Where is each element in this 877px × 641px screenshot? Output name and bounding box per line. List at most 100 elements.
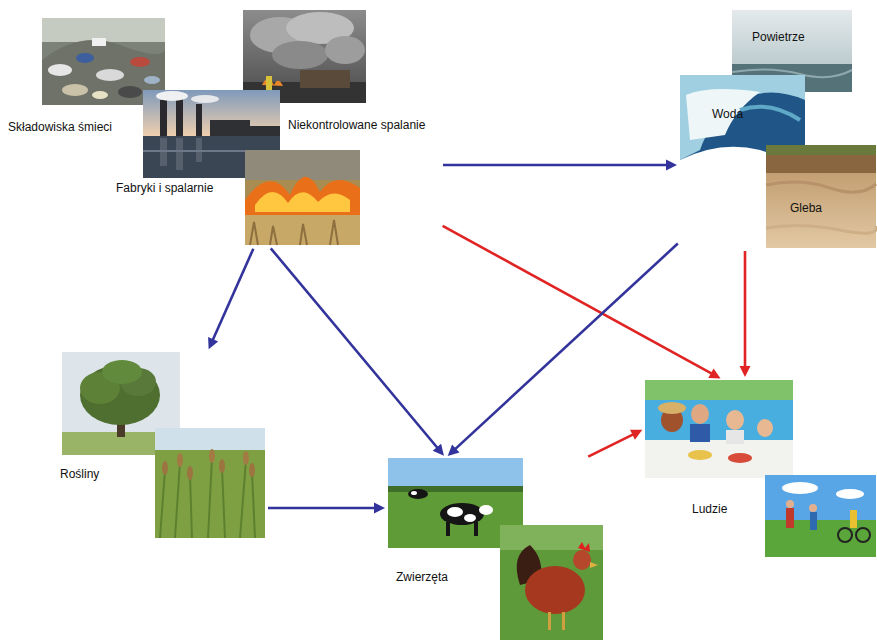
family-photo-part (688, 450, 712, 460)
soil-photo-part (766, 145, 876, 248)
grass-photo-part (249, 463, 255, 477)
flow-arrow (454, 244, 677, 450)
grass-fire-photo-part (245, 150, 360, 180)
node-label: Niekontrolowane spalanie (288, 118, 425, 132)
cow-photo-part (446, 522, 450, 536)
chicken-photo-part (590, 562, 598, 568)
cow-photo-part (464, 514, 476, 522)
chicken-photo (500, 525, 603, 640)
grass-fire-photo-part (245, 150, 360, 245)
plants-group: Rośliny (58, 352, 265, 538)
family-photo-part (726, 410, 744, 430)
cow-photo-part (388, 486, 523, 492)
arrow-head (708, 368, 720, 378)
cow-photo-part (411, 491, 417, 495)
arrow-head (374, 503, 385, 514)
animals-group: Zwierzęta (388, 458, 603, 640)
burning-photo-part (243, 10, 366, 103)
burning-photo-part (262, 79, 283, 87)
environment-group: PowietrzeWodaGleba (680, 10, 876, 248)
grass-photo-part (160, 458, 255, 538)
hikers-photo-part (765, 475, 876, 557)
grass-photo (155, 428, 265, 538)
flow-arrow (588, 434, 634, 457)
burning-photo-part (272, 41, 328, 69)
chicken-photo-part (548, 612, 551, 630)
grass-photo-part (219, 459, 225, 473)
water-photo-part (686, 89, 760, 140)
grass-photo-part (243, 451, 249, 465)
burning-photo-part (266, 76, 272, 90)
grass-photo-part (155, 428, 265, 450)
chicken-photo-part (562, 612, 565, 630)
grass-photo-part (187, 466, 193, 480)
flow-arrow (443, 164, 668, 167)
landfill-photo-part (118, 86, 142, 98)
family-photo-part (691, 404, 709, 424)
factory-photo-part (160, 100, 167, 136)
factory-photo-part (176, 138, 183, 170)
cow-photo-part (440, 503, 484, 525)
factory-photo-part (196, 104, 202, 136)
arrow-head (208, 337, 218, 349)
factory-photo-part (176, 96, 183, 136)
landfill-photo-part (144, 76, 160, 84)
factory-photo-part (191, 95, 219, 103)
grass-fire-photo-part (255, 192, 350, 212)
node-label: Rośliny (60, 467, 99, 481)
grass-fire-photo (245, 150, 360, 245)
cow-photo-part (408, 489, 428, 499)
hikers-photo (765, 475, 876, 557)
family-photo-part (726, 430, 744, 444)
cow-photo-part (474, 522, 478, 536)
hikers-photo-part (856, 528, 870, 542)
hikers-photo-part (765, 520, 876, 557)
hikers-photo-part (782, 482, 818, 494)
burning-photo (243, 10, 366, 103)
arrow-head (630, 430, 642, 440)
hikers-photo-part (786, 500, 794, 508)
family-photo (645, 380, 793, 478)
node-label: Powietrze (752, 30, 805, 44)
grass-photo-part (162, 461, 168, 475)
chicken-photo-part (525, 566, 585, 614)
tree-photo-part (102, 360, 142, 384)
landfill-photo-part (62, 84, 88, 96)
factory-photo-part (250, 126, 280, 136)
burning-photo-part (325, 36, 365, 64)
hikers-photo-part (809, 504, 817, 512)
burning-photo-part (300, 70, 350, 88)
arrow-head (666, 160, 677, 171)
cow-photo-part (479, 505, 493, 515)
chicken-photo-part (500, 525, 603, 640)
family-photo-part (757, 419, 773, 437)
hikers-photo-part (786, 508, 794, 528)
family-photo-part (645, 440, 793, 478)
landfill-photo-part (92, 38, 106, 46)
factory-photo-part (156, 91, 188, 101)
family-photo-part (645, 380, 793, 478)
soil-photo-part (766, 155, 876, 173)
landfill-photo-part (92, 91, 108, 99)
arrow-head (433, 444, 444, 456)
grass-fire-photo-part (245, 215, 360, 245)
cow-photo-part (447, 507, 463, 517)
family-photo-part (645, 380, 793, 400)
flow-arrow (268, 507, 376, 510)
landfill-photo-part (76, 53, 94, 63)
arrow-head (448, 444, 460, 456)
grass-photo-part (155, 428, 265, 538)
soil-photo-part (766, 145, 876, 155)
chicken-photo-part (578, 542, 590, 552)
cow-photo-part (388, 458, 523, 490)
flow-arrow (271, 248, 438, 448)
family-photo-part (658, 402, 686, 414)
landfill-photo-part (48, 64, 72, 76)
node-label: Zwierzęta (396, 570, 448, 584)
grass-fire-photo-part (250, 220, 338, 245)
hikers-photo-part (850, 510, 857, 528)
factory-photo-part (210, 120, 250, 136)
family-photo-part (728, 453, 752, 463)
